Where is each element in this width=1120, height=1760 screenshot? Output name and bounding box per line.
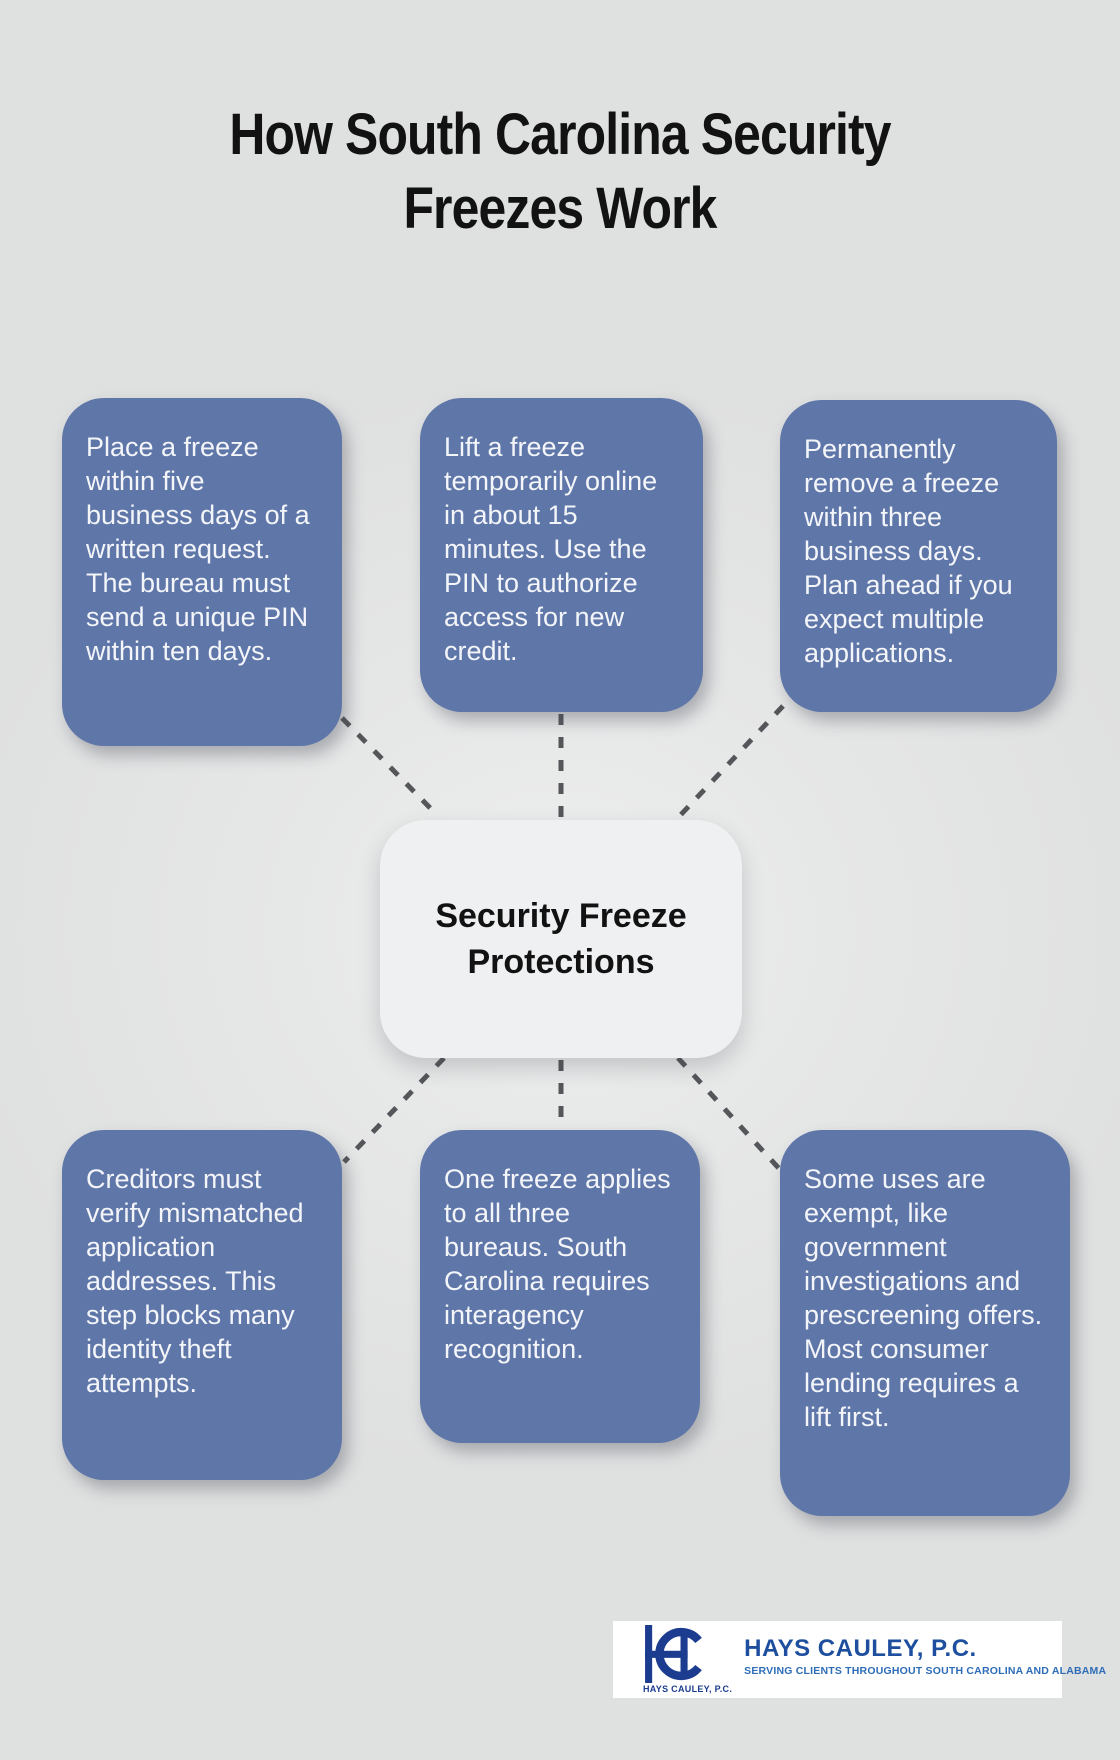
page-title-line-2: Freezes Work [403, 176, 717, 241]
hc-monogram-icon [645, 1625, 702, 1683]
law-firm-logo: HAYS CAULEY, P.C. HAYS CAULEY, P.C. SERV… [613, 1621, 1106, 1698]
logo-monogram-caption: HAYS CAULEY, P.C. [643, 1684, 733, 1694]
card-place-freeze: Place a freeze within five business days… [62, 398, 342, 746]
card-one-freeze: One freeze applies to all three bureaus.… [420, 1130, 700, 1443]
card-exempt-uses: Some uses are exempt, like government in… [780, 1130, 1070, 1516]
center-node-label: Security Freeze Protections [435, 897, 687, 981]
page-title: How South Carolina Security Freezes Work [78, 98, 1041, 246]
logo-monogram-block: HAYS CAULEY, P.C. [643, 1625, 732, 1694]
connector-top-left [340, 716, 438, 816]
center-node: Security Freeze Protections [380, 820, 742, 1058]
card-lift-freeze-text: Lift a freeze temporarily online in abou… [444, 432, 658, 666]
card-place-freeze-text: Place a freeze within five business days… [86, 432, 310, 666]
card-remove-freeze: Permanently remove a freeze within three… [780, 400, 1057, 712]
card-exempt-uses-text: Some uses are exempt, like government in… [804, 1164, 1043, 1432]
page-title-line-1: How South Carolina Security [229, 102, 891, 167]
card-creditor-verify: Creditors must verify mismatched applica… [62, 1130, 342, 1480]
logo-text-block: HAYS CAULEY, P.C. SERVING CLIENTS THROUG… [744, 1635, 1106, 1685]
card-creditor-verify-text: Creditors must verify mismatched applica… [86, 1164, 304, 1398]
logo-company-name: HAYS CAULEY, P.C. [744, 1634, 977, 1662]
card-one-freeze-text: One freeze applies to all three bureaus.… [444, 1164, 671, 1364]
card-remove-freeze-text: Permanently remove a freeze within three… [804, 434, 1013, 668]
connector-top-right [672, 704, 785, 824]
card-lift-freeze: Lift a freeze temporarily online in abou… [420, 398, 703, 712]
logo-tagline: SERVING CLIENTS THROUGHOUT SOUTH CAROLIN… [744, 1664, 1107, 1677]
